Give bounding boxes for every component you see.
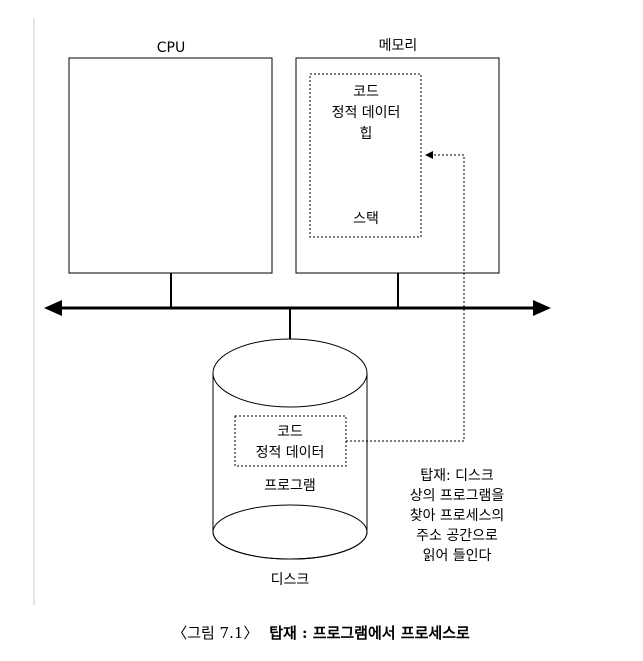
memory-code-label: 코드 [353,84,379,100]
disk-cylinder-bottom-rim [212,504,368,560]
disk-label: 디스크 [271,572,310,588]
memory-box [295,57,500,274]
annotation-line-5: 읽어 들인다 [423,548,492,564]
memory-address-space-region [309,73,422,238]
caption-title: 탑재 : 프로그램에서 프로세스로 [269,624,470,642]
loading-arrow [346,151,465,442]
disk-cylinder-top [212,338,368,408]
annotation-line-1: 탑재: 디스크 [420,468,494,484]
disk-program-label: 프로그램 [264,478,316,494]
figure-caption: 〈그림 7.1〉 탑재 : 프로그램에서 프로세스로 [172,624,470,642]
annotation-line-3: 찾아 프로세스의 [410,508,505,524]
bus-arrow-right [533,300,551,316]
memory-label: 메모리 [379,38,418,54]
cpu-box [68,57,273,274]
cpu-label: CPU [157,40,185,56]
annotation-line-2: 상의 프로그램을 [410,488,505,504]
memory-static-data-label: 정적 데이터 [332,105,401,121]
disk-static-data-label: 정적 데이터 [256,445,325,461]
caption-number: 〈그림 7.1〉 [172,624,258,642]
memory-heap-label: 힙 [360,126,373,142]
disk-code-label: 코드 [277,424,303,440]
bus-arrow-left [44,300,62,316]
annotation-line-4: 주소 공간으로 [416,528,498,544]
memory-stack-label: 스택 [353,211,379,227]
